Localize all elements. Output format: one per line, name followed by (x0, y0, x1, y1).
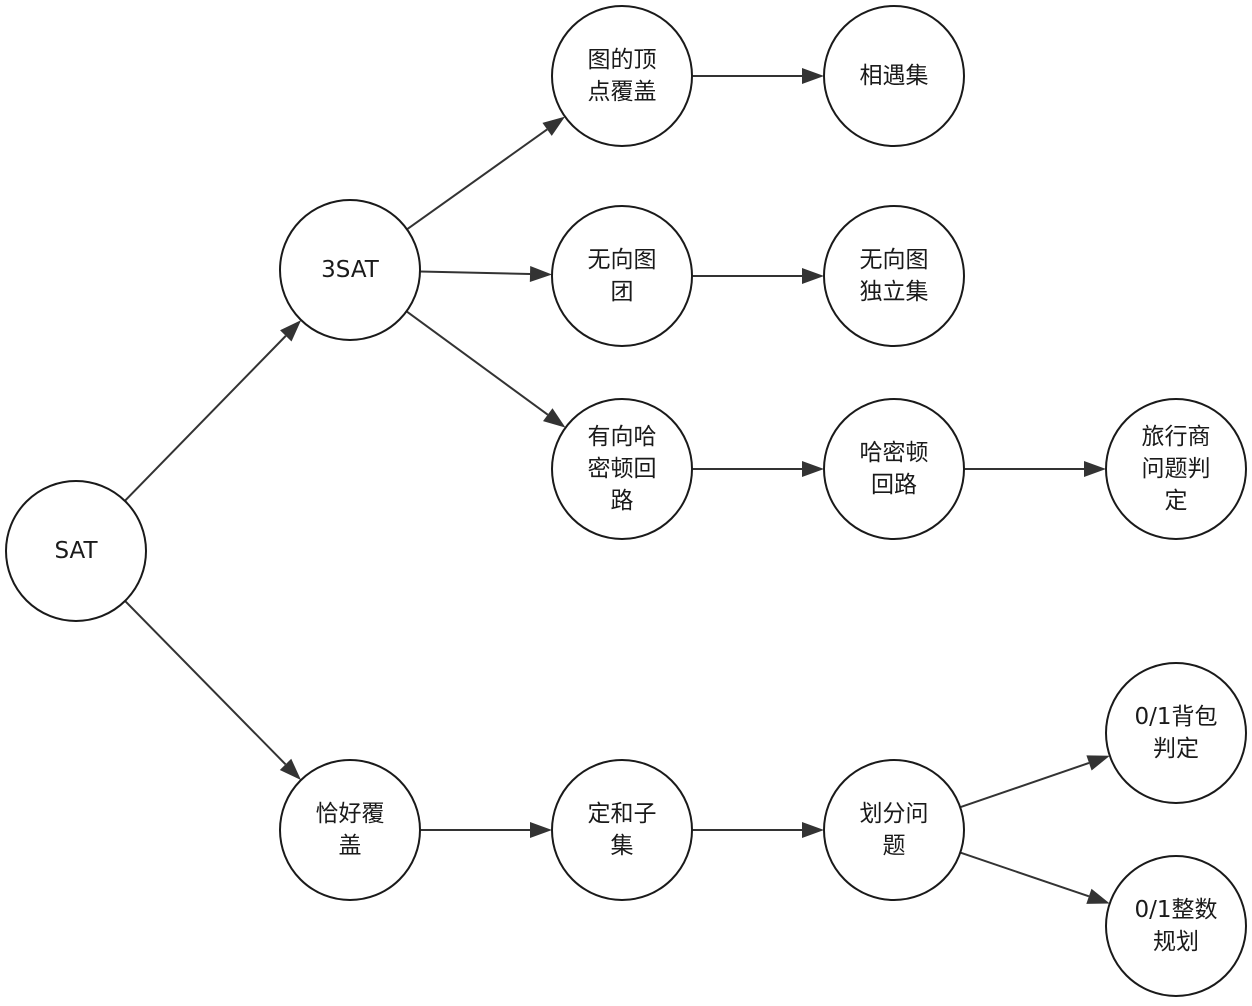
arrowhead-icon (802, 268, 824, 284)
arrowhead-icon (543, 408, 566, 428)
node-label: 问题判 (1142, 456, 1211, 482)
node-label: 无向图 (588, 247, 657, 273)
node-circle (551, 759, 693, 901)
edge-line (124, 600, 287, 766)
node-label: 划分问 (860, 801, 929, 827)
node-circle (551, 5, 693, 147)
node-circle (279, 199, 421, 341)
node-label: 0/1背包 (1134, 704, 1217, 730)
arrowhead-icon (280, 320, 302, 342)
arrowhead-icon (802, 68, 824, 84)
node-circle (1105, 398, 1247, 540)
node-label: 点覆盖 (588, 79, 657, 105)
node-label: 规划 (1153, 929, 1199, 955)
node-circle (823, 398, 965, 540)
node-circle (551, 205, 693, 347)
arrowhead-icon (1086, 755, 1110, 771)
node-sat: SAT (5, 480, 147, 622)
node-circle (279, 759, 421, 901)
edge-sat-to-exact-cover (124, 600, 301, 781)
edge-sat-to-3sat (124, 320, 302, 502)
node-circle (5, 480, 147, 622)
node-circle (551, 398, 693, 540)
arrowhead-icon (529, 265, 553, 282)
node-label: 0/1整数 (1134, 897, 1217, 923)
node-label: 恰好覆 (316, 801, 385, 827)
node-circle (1105, 662, 1247, 804)
node-label: 团 (611, 279, 634, 305)
node-label: 回路 (871, 472, 917, 498)
node-hitting-set: 相遇集 (823, 5, 965, 147)
edge-directed-ham-to-ham-cycle (692, 461, 824, 477)
arrowhead-icon (1086, 888, 1110, 904)
node-label: 旅行商 (1142, 424, 1211, 450)
edge-3sat-to-clique (419, 265, 553, 282)
edge-ham-cycle-to-tsp (964, 461, 1106, 477)
node-circle (1105, 855, 1247, 997)
edge-partition-to-integer-prog (959, 851, 1110, 904)
node-label: SAT (54, 538, 98, 564)
edge-clique-to-independent-set (692, 268, 824, 284)
node-label: 独立集 (860, 279, 929, 305)
edge-line (959, 761, 1090, 809)
node-label: 路 (611, 488, 634, 514)
edge-partition-to-knapsack (959, 755, 1110, 809)
node-label: 密顿回 (588, 456, 657, 482)
edge-3sat-to-directed-ham (405, 310, 566, 428)
edge-line (419, 270, 531, 275)
node-3sat: 3SAT (279, 199, 421, 341)
node-label: 定 (1165, 488, 1188, 514)
arrowhead-icon (1084, 461, 1106, 477)
edge-line (406, 128, 548, 231)
arrowhead-icon (279, 758, 301, 781)
edges-layer (124, 68, 1110, 904)
node-label: 哈密顿 (860, 440, 929, 466)
arrowhead-icon (802, 461, 824, 477)
edge-line (405, 310, 549, 416)
node-label: 无向图 (860, 247, 929, 273)
node-label: 图的顶 (588, 47, 657, 73)
arrowhead-icon (802, 822, 824, 838)
node-circle (823, 205, 965, 347)
edge-3sat-to-vertex-cover (406, 116, 566, 231)
node-label: 相遇集 (860, 63, 929, 89)
edge-line (124, 335, 287, 502)
arrowhead-icon (542, 116, 566, 136)
edge-vertex-cover-to-hitting-set (692, 68, 824, 84)
node-label: 题 (883, 833, 906, 859)
node-circle (823, 5, 965, 147)
node-label: 定和子 (588, 801, 657, 827)
node-label: 判定 (1153, 736, 1199, 762)
arrowhead-icon (530, 822, 552, 838)
node-label: 集 (611, 833, 634, 859)
node-circle (823, 759, 965, 901)
edge-subset-sum-to-partition (692, 822, 824, 838)
node-label: 3SAT (321, 257, 380, 283)
edge-line (959, 851, 1090, 898)
node-label: 有向哈 (588, 424, 657, 450)
edge-exact-cover-to-subset-sum (420, 822, 552, 838)
node-label: 盖 (339, 833, 362, 859)
